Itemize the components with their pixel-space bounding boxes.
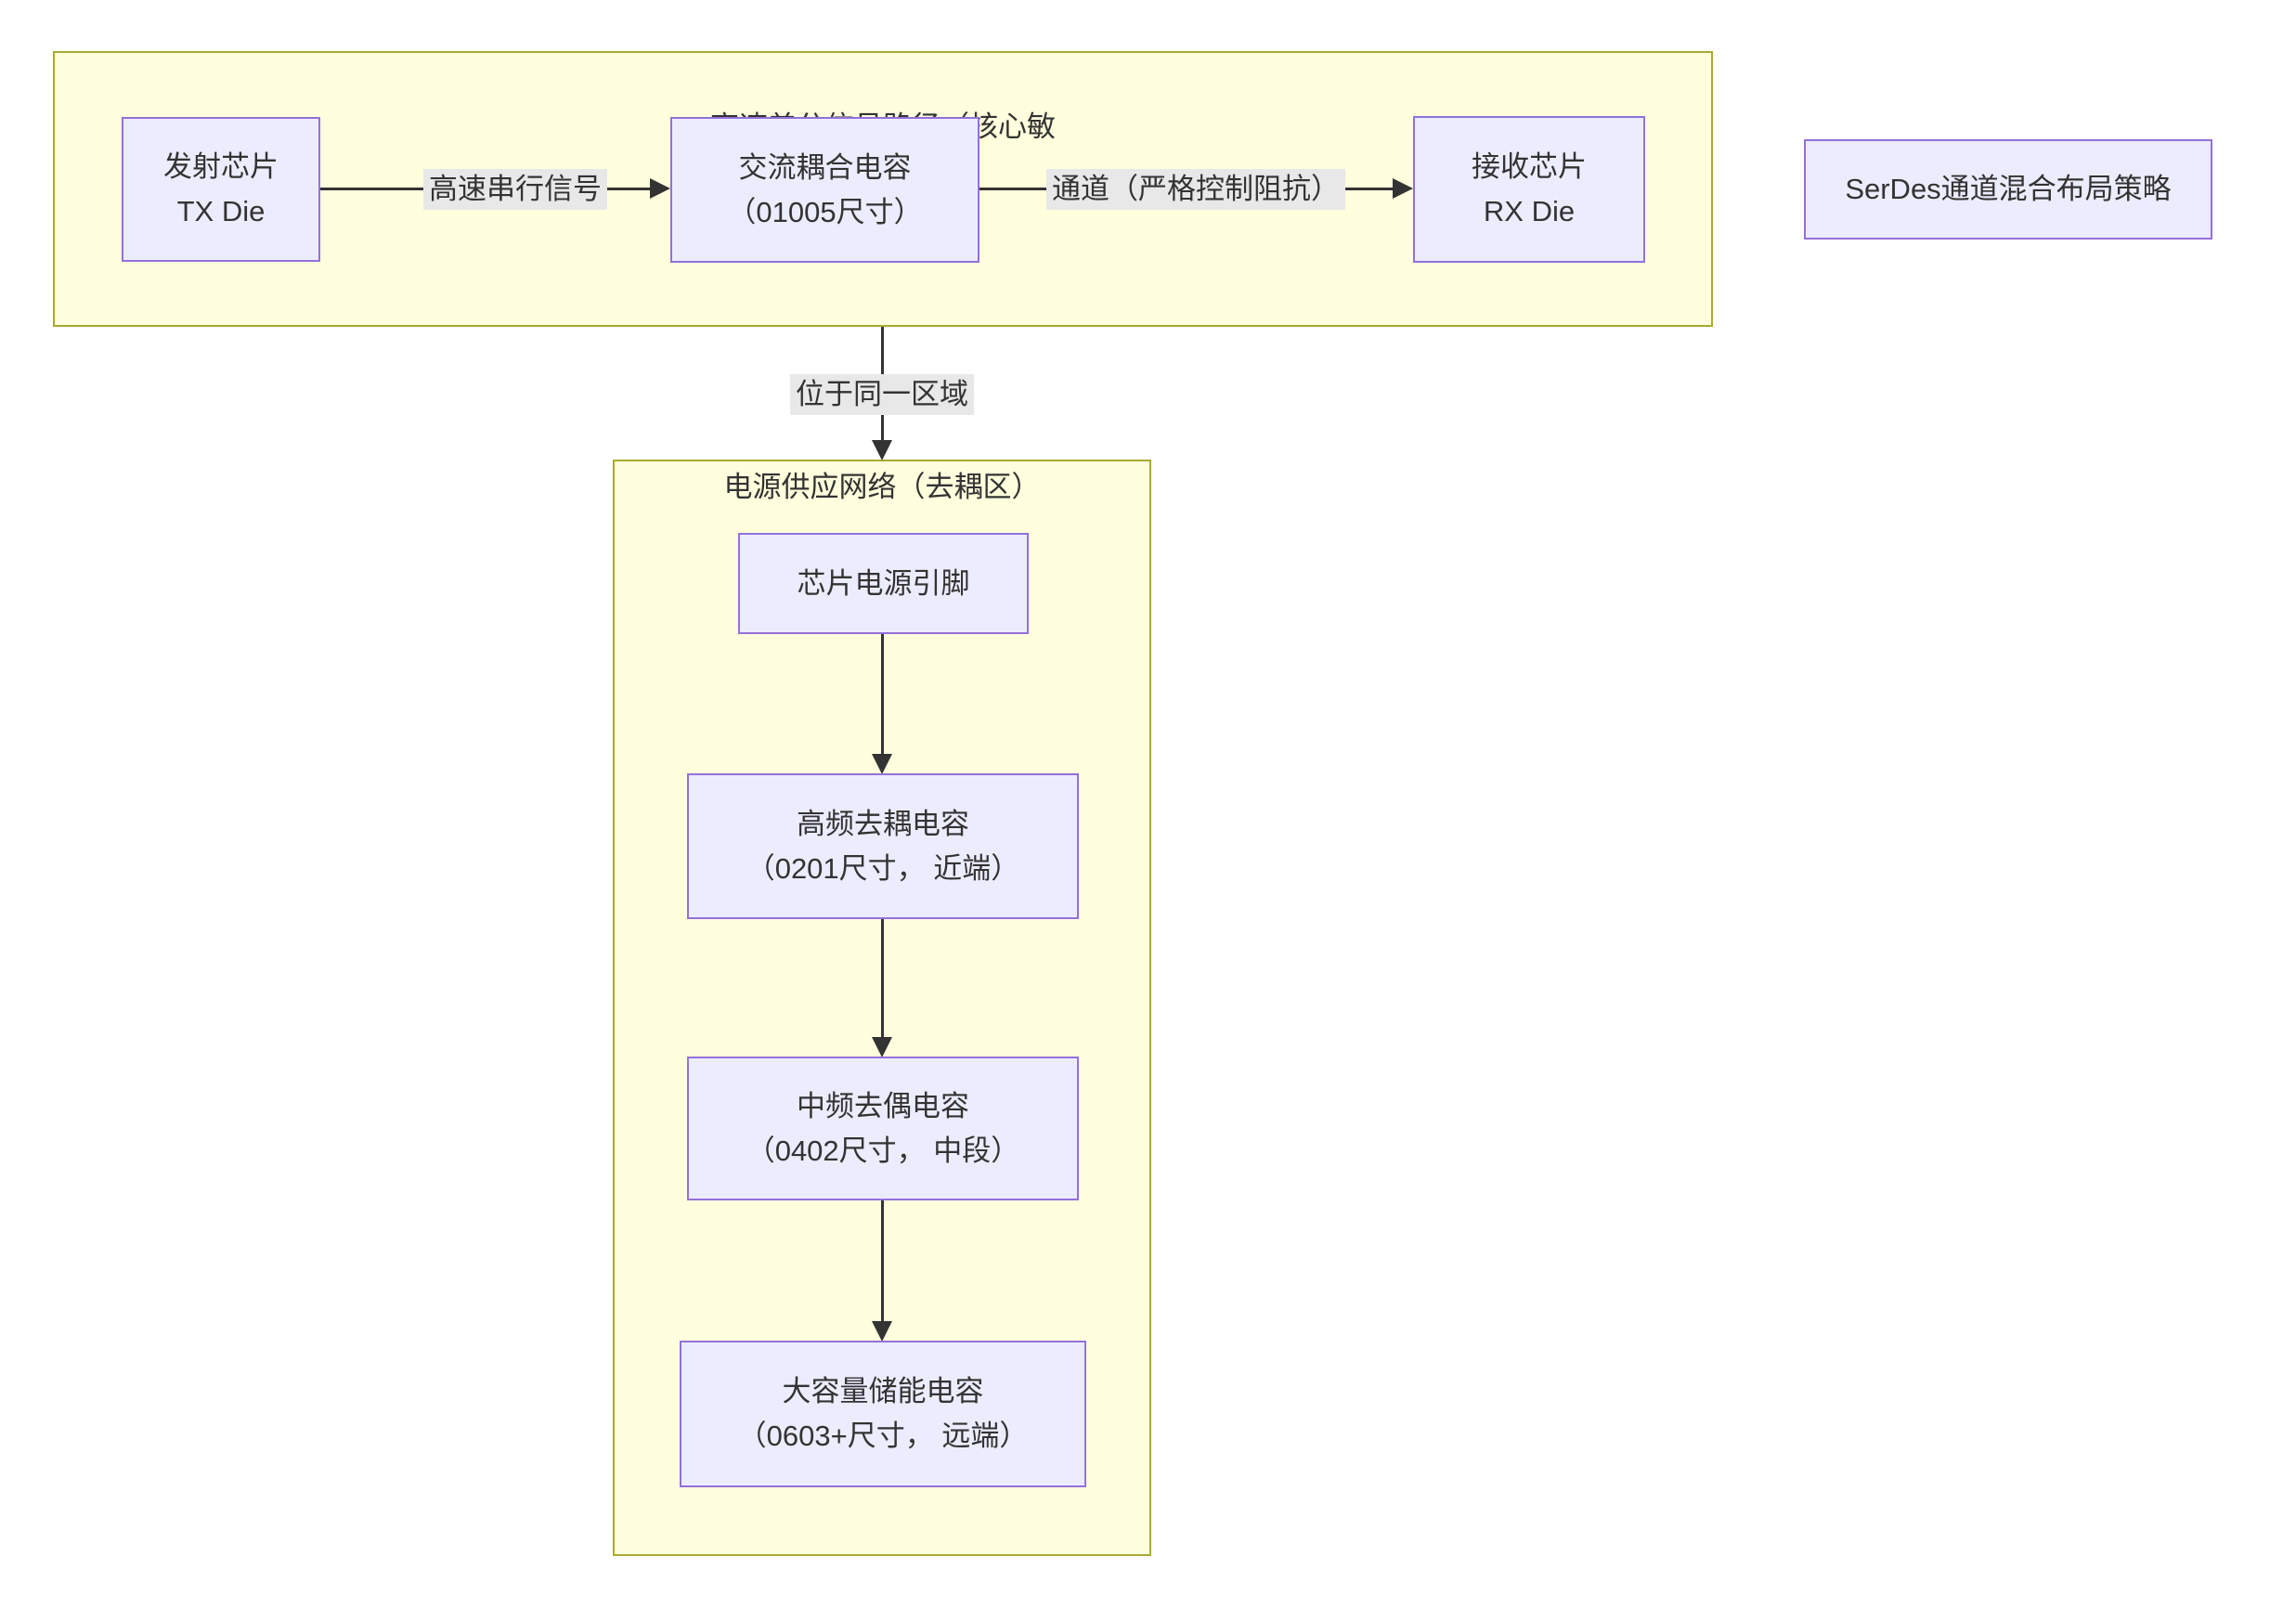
node-bulk-storage-cap: 大容量储能电容 （0603+尺寸， 远端）: [680, 1341, 1086, 1487]
node-bulk-storage-cap-label-line2: （0603+尺寸， 远端）: [737, 1420, 1029, 1452]
node-rx-die: 接收芯片 RX Die: [1413, 116, 1645, 263]
edge-hf-to-mf-arrowhead: [872, 1037, 892, 1057]
edge-label-channel-impedance: 通道（严格控制阻抗）: [1046, 169, 1345, 210]
edge-cap-to-rx-arrowhead: [1393, 178, 1413, 199]
node-ac-coupling-cap: 交流耦合电容 （01005尺寸）: [670, 117, 979, 263]
node-hf-decoupling-cap-label-line2: （0201尺寸， 近端）: [746, 851, 1020, 885]
edge-cluster-link-arrowhead: [872, 440, 892, 460]
node-hf-decoupling-cap: 高频去耦电容 （0201尺寸， 近端）: [687, 773, 1079, 919]
node-serdes-strategy-label: SerDes通道混合布局策略: [1845, 173, 2172, 205]
node-mf-decoupling-cap: 中频去偶电容 （0402尺寸， 中段）: [687, 1057, 1079, 1200]
node-chip-power-pin-label: 芯片电源引脚: [797, 566, 970, 600]
node-ac-coupling-cap-label-line1: 交流耦合电容: [738, 150, 912, 184]
node-tx-die-label-line1: 发射芯片: [163, 150, 279, 183]
cluster-power-network-title: 电源供应网络（去耦区）: [723, 471, 1041, 503]
edge-mf-to-bulk-line: [881, 1200, 884, 1322]
node-tx-die: 发射芯片 TX Die: [122, 117, 320, 262]
node-rx-die-label-line2: RX Die: [1483, 195, 1576, 227]
node-mf-decoupling-cap-label-line1: 中频去偶电容: [797, 1089, 969, 1122]
edge-pin-to-hf-line: [881, 634, 884, 755]
node-serdes-strategy: SerDes通道混合布局策略: [1804, 139, 2212, 240]
edge-pin-to-hf-arrowhead: [872, 754, 892, 774]
node-bulk-storage-cap-label-line1: 大容量储能电容: [782, 1375, 984, 1407]
node-tx-die-label-line2: TX Die: [176, 195, 266, 227]
edge-label-same-region: 位于同一区域: [790, 374, 974, 415]
node-hf-decoupling-cap-label-line1: 高频去耦电容: [797, 807, 969, 840]
edge-mf-to-bulk-arrowhead: [872, 1321, 892, 1342]
edge-hf-to-mf-line: [881, 919, 884, 1038]
node-mf-decoupling-cap-label-line2: （0402尺寸， 中段）: [746, 1134, 1020, 1167]
node-ac-coupling-cap-label-line2: （01005尺寸）: [727, 195, 923, 228]
node-chip-power-pin: 芯片电源引脚: [738, 533, 1029, 634]
edge-label-high-speed-serial: 高速串行信号: [423, 169, 607, 210]
node-rx-die-label-line1: 接收芯片: [1472, 150, 1587, 183]
edge-tx-to-cap-arrowhead: [650, 178, 670, 199]
